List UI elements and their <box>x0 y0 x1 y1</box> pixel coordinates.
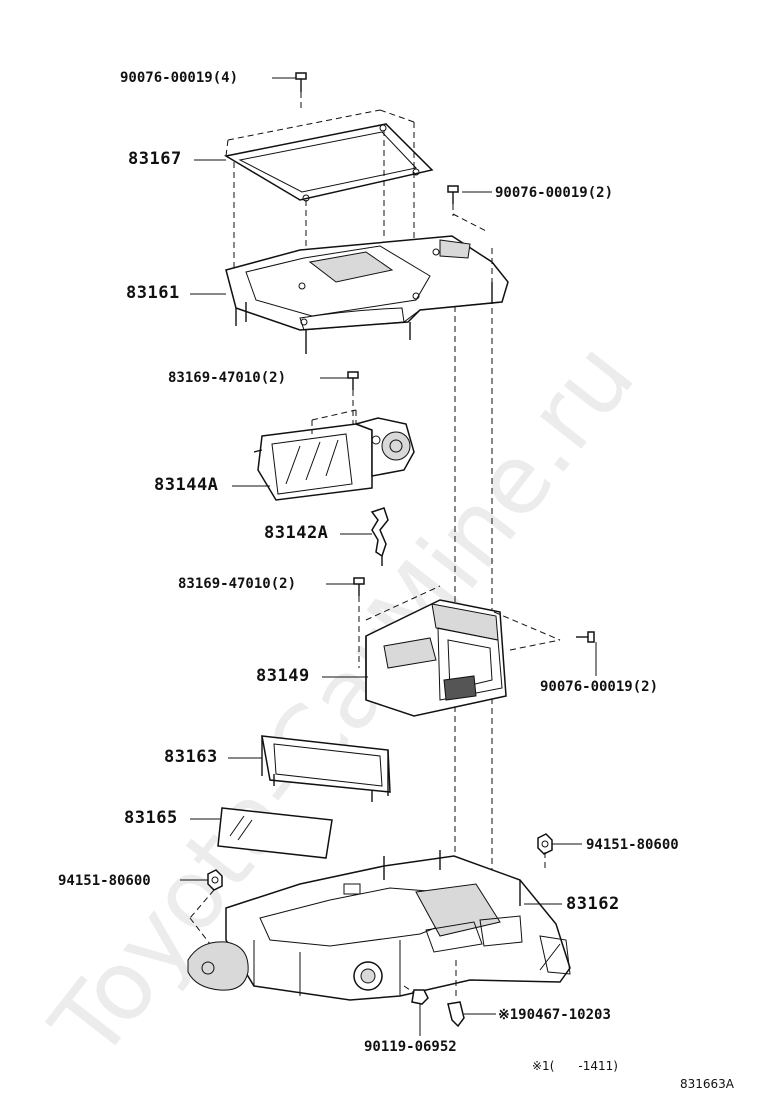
link-83142a-part <box>370 507 389 566</box>
callout-screw-bottom: 90119-06952 <box>364 1039 457 1055</box>
screw-83169-lower-icon <box>353 577 365 668</box>
callout-83163: 83163 <box>164 747 218 767</box>
leader-lines <box>180 77 582 905</box>
screw-right-upper-icon <box>447 185 489 233</box>
damper-motor-83144a-part <box>253 409 415 501</box>
callout-screw-83169-lower: 83169-47010(2) <box>178 576 297 592</box>
nut-left-icon <box>189 869 223 945</box>
filter-panel-83165-part <box>217 807 333 859</box>
callout-83167: 83167 <box>128 149 182 169</box>
module-83149-part <box>365 585 561 717</box>
callout-nut-left: 94151-80600 <box>58 873 151 889</box>
screw-bottom-icon <box>403 985 429 1036</box>
lower-case-83162-part <box>187 850 571 1001</box>
callout-screw-right-lower: 90076-00019(2) <box>540 679 659 695</box>
screw-83169-upper-icon <box>347 371 359 430</box>
footnote: ※1( -1411) <box>532 1059 618 1073</box>
diagram-code: 831663A <box>680 1077 735 1091</box>
callout-83142a: 83142A <box>264 523 329 543</box>
callout-83165: 83165 <box>124 808 178 828</box>
screw-top-icon <box>295 72 307 112</box>
clip-bottom-icon <box>447 960 496 1028</box>
callout-screw-83169-upper: 83169-47010(2) <box>168 370 287 386</box>
nut-right-icon <box>537 833 553 872</box>
callout-83144a: 83144A <box>154 475 219 495</box>
callout-83161: 83161 <box>126 283 180 303</box>
callout-screw-top: 90076-00019(4) <box>120 70 239 86</box>
callout-clip-bottom: ※190467-10203 <box>498 1007 611 1023</box>
callout-83162: 83162 <box>566 894 620 914</box>
frame-83163-part <box>261 735 391 802</box>
callout-83149: 83149 <box>256 666 310 686</box>
upper-housing-83161-part <box>225 235 509 354</box>
gasket-frame-83167-part <box>223 109 434 202</box>
callout-nut-right: 94151-80600 <box>586 837 679 853</box>
screw-right-lower-icon <box>576 631 597 676</box>
callout-screw-right-upper: 90076-00019(2) <box>495 185 614 201</box>
